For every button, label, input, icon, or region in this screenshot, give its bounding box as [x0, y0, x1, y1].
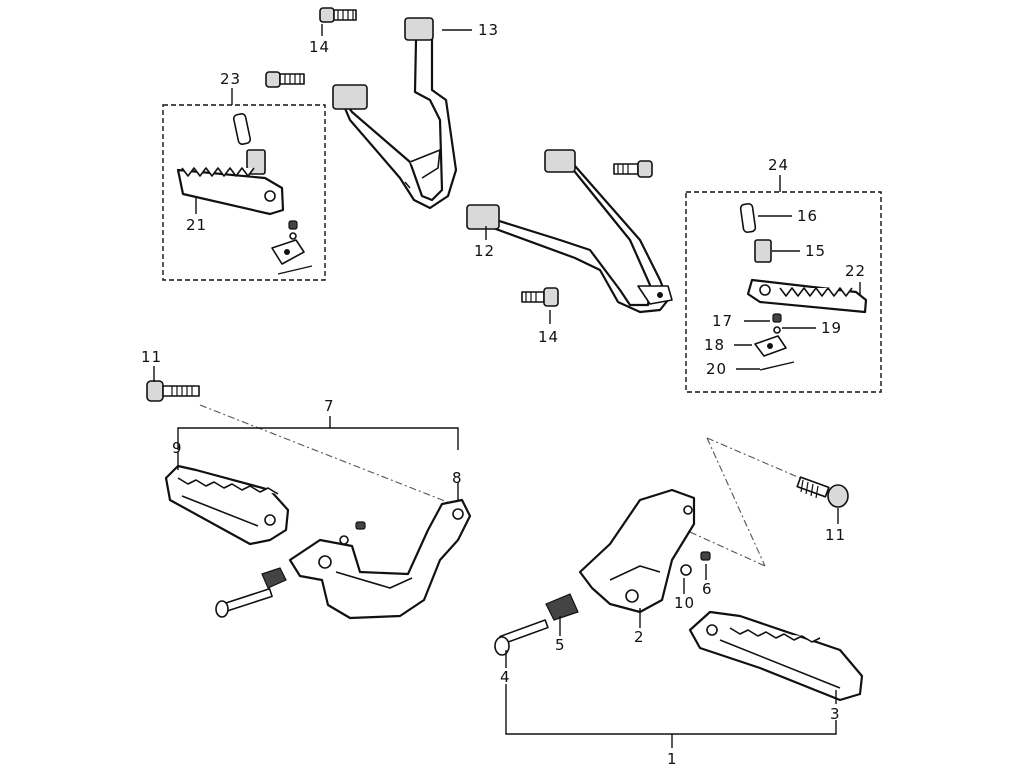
bolt-14-bottom	[521, 287, 559, 307]
rear-bracket-right	[466, 149, 673, 314]
callout-22: 22	[845, 262, 866, 280]
callout-5: 5	[555, 636, 566, 654]
callout-13: 13	[478, 21, 499, 39]
callout-10: 10	[674, 594, 695, 612]
bolt-11-left	[146, 380, 200, 402]
callout-19: 19	[821, 319, 842, 337]
bracket-2	[578, 488, 711, 614]
callout-15: 15	[805, 242, 826, 260]
callout-14-bottom: 14	[538, 328, 559, 346]
callout-3: 3	[830, 705, 841, 723]
callout-8: 8	[452, 469, 463, 487]
axis-line-left	[199, 404, 456, 506]
callout-7: 7	[324, 397, 335, 415]
footpeg-9	[164, 464, 290, 546]
bolt-11-right	[796, 476, 849, 508]
axis-line-right	[689, 437, 801, 567]
callout-11-right: 11	[825, 526, 846, 544]
callout-18: 18	[704, 336, 725, 354]
leader-lines	[153, 24, 861, 748]
callout-1: 1	[667, 750, 678, 768]
footpeg-22	[739, 203, 868, 371]
callout-16: 16	[797, 207, 818, 225]
assembly-box-23	[162, 104, 326, 281]
bolt-mid	[613, 160, 653, 178]
callout-20: 20	[706, 360, 727, 378]
assembly-box-24	[685, 191, 882, 393]
callout-6: 6	[702, 580, 713, 598]
callout-labels: 13 14 23 21 12 24 16 15 22 17 19 18 20 1…	[141, 21, 866, 768]
pin-and-spring-left	[215, 567, 287, 618]
callout-4: 4	[500, 668, 511, 686]
footpeg-21	[176, 113, 313, 275]
callout-2: 2	[634, 628, 645, 646]
callout-23: 23	[220, 70, 241, 88]
footpeg-3	[688, 610, 864, 702]
callout-9: 9	[172, 439, 183, 457]
bolt-top-left	[265, 71, 305, 88]
rear-bracket-left	[332, 17, 458, 210]
callout-11-left: 11	[141, 348, 162, 366]
bracket-8	[288, 498, 472, 620]
callout-14-top: 14	[309, 38, 330, 56]
callout-12: 12	[474, 242, 495, 260]
pin-and-spring-right	[494, 593, 579, 656]
bolt-14-top	[319, 7, 357, 23]
callout-17: 17	[712, 312, 733, 330]
callout-24: 24	[768, 156, 789, 174]
callout-21: 21	[186, 216, 207, 234]
